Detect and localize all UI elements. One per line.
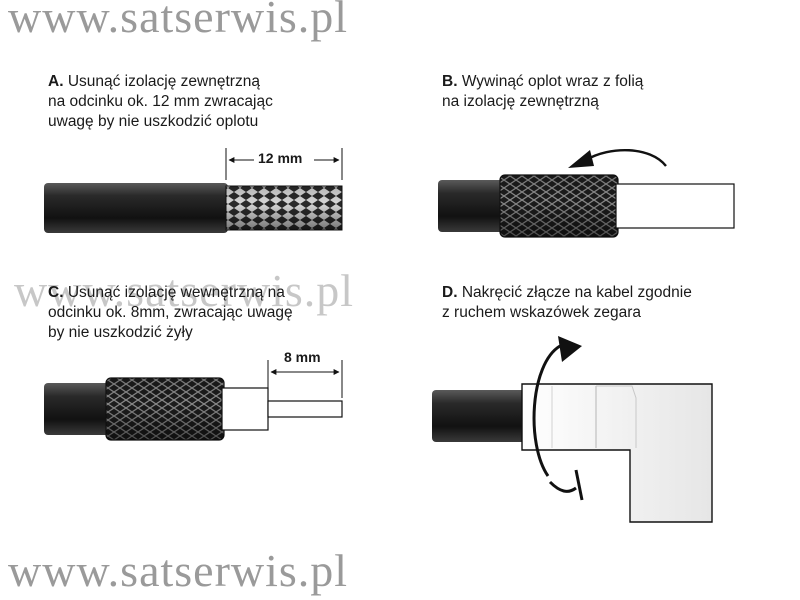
inner-dielectric: [615, 183, 735, 229]
fold-back-arrow: [568, 149, 667, 168]
outer-jacket: [44, 183, 228, 233]
step-d-line-2: z ruchem wskazówek zegara: [442, 304, 641, 321]
step-c-letter: C.: [48, 284, 64, 301]
watermark-middle: www.satserwis.pl: [14, 265, 355, 316]
step-d-assembly: [432, 383, 713, 523]
step-a-instruction: A. Usunąć izolację zewnętrzną na odcinku…: [48, 72, 273, 132]
step-c-line-3: by nie uszkodzić żyły: [48, 324, 193, 341]
arrow-head: [558, 336, 582, 362]
step-a-dimension-label: 12 mm: [258, 150, 303, 166]
step-b-line-1: Wywinąć oplot wraz z folią: [461, 73, 644, 90]
step-d-line-1: Nakręcić złącze na kabel zgodnie: [461, 284, 692, 301]
watermark-top: www.satserwis.pl: [8, 0, 349, 42]
center-conductor: [267, 400, 343, 418]
step-a-dimension: [225, 148, 343, 180]
step-b-line-2: na izolację zewnętrzną: [442, 93, 599, 110]
step-b-instruction: B. Wywinąć oplot wraz z folią na izolacj…: [442, 72, 643, 112]
step-c-instruction: C. Usunąć izolację wewnętrzną na odcinku…: [48, 283, 293, 343]
outer-jacket: [438, 180, 518, 232]
step-d-instruction: D. Nakręcić złącze na kabel zgodnie z ru…: [442, 283, 692, 323]
angled-connector-body: [521, 383, 713, 523]
outer-jacket: [44, 383, 124, 435]
clockwise-rotation-arrow: [532, 336, 584, 501]
watermark-bottom: www.satserwis.pl: [8, 545, 349, 596]
inner-dielectric: [221, 387, 269, 431]
step-c-cable: [44, 377, 343, 441]
arrow-head: [568, 150, 594, 168]
step-a-line-3: uwagę by nie uszkodzić oplotu: [48, 113, 259, 130]
step-c-dimension-label: 8 mm: [284, 349, 321, 365]
step-a-cable: [44, 183, 343, 233]
step-c-line-1: Usunąć izolację wewnętrzną na: [67, 284, 285, 301]
step-a-line-1: Usunąć izolację zewnętrzną: [67, 73, 260, 90]
step-c-dimension: [267, 360, 343, 398]
step-b-cable: [438, 174, 735, 238]
outer-jacket: [432, 390, 532, 442]
step-b-letter: B.: [442, 73, 458, 90]
step-d-letter: D.: [442, 284, 458, 301]
step-c-line-2: odcinku ok. 8mm, zwracając uwagę: [48, 304, 293, 321]
step-a-line-2: na odcinku ok. 12 mm zwracając: [48, 93, 273, 110]
step-a-letter: A.: [48, 73, 64, 90]
